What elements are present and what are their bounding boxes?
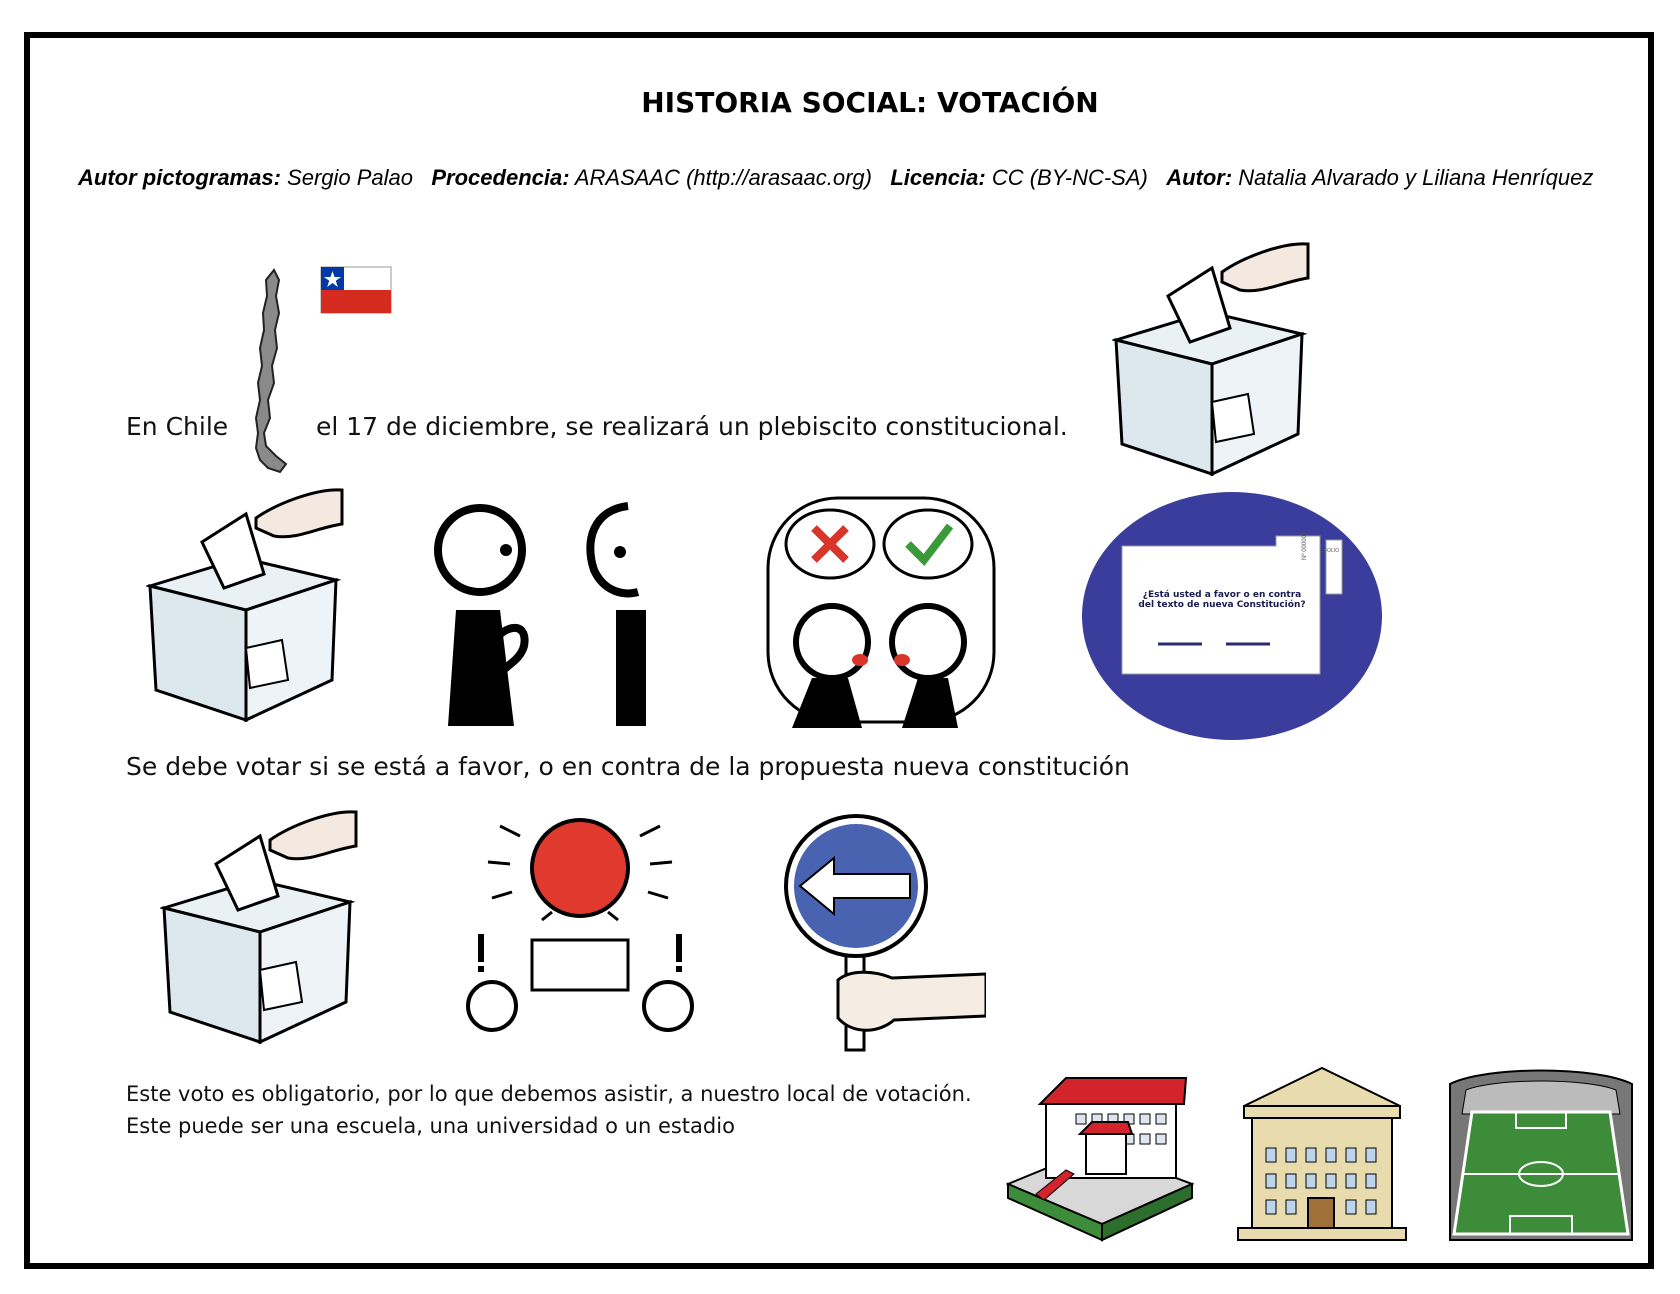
row3-line-1: Este voto es obligatorio, por lo que deb… xyxy=(126,1082,972,1106)
ballot-question: ¿Está usted a favor o en contra del text… xyxy=(1138,590,1306,610)
school-icon xyxy=(1005,1074,1196,1242)
credit-label: Licencia: xyxy=(890,165,986,190)
row3-line-2: Este puede ser una escuela, una universi… xyxy=(126,1114,735,1138)
credits-line: Autor pictogramas: Sergio Palao Proceden… xyxy=(78,165,1593,191)
alert-icon xyxy=(460,816,700,1042)
chile-map-icon xyxy=(246,268,294,478)
credit-value: Natalia Alvarado y Liliana Henríquez xyxy=(1238,165,1594,190)
credit-value: ARASAAC (http://arasaac.org) xyxy=(574,165,872,190)
people-talking-icon xyxy=(424,500,660,726)
ballot-box-icon xyxy=(158,806,360,1046)
row2-text: Se debe votar si se está a favor, o en c… xyxy=(126,752,1130,781)
credit-label: Autor: xyxy=(1166,165,1233,190)
ballot-box-icon xyxy=(1110,238,1312,478)
credit-value: Sergio Palao xyxy=(287,165,414,190)
ballot-box-icon xyxy=(144,484,346,724)
disagree-icon xyxy=(762,492,1000,728)
university-icon xyxy=(1230,1064,1412,1244)
stadium-icon xyxy=(1446,1064,1636,1244)
row1-text-b: el 17 de diciembre, se realizará un pleb… xyxy=(316,412,1068,441)
ballot-number: Nº 000000 xyxy=(1302,531,1308,560)
ballot-paper-icon: ¿Está usted a favor o en contra del text… xyxy=(1080,490,1384,742)
row1-text-a: En Chile xyxy=(126,412,229,441)
ballot-stub: FOLIO xyxy=(1324,548,1340,554)
turn-sign-icon xyxy=(782,812,988,1052)
credit-label: Autor pictogramas: xyxy=(78,165,281,190)
page-title: HISTORIA SOCIAL: VOTACIÓN xyxy=(641,86,1099,119)
credit-label: Procedencia: xyxy=(431,165,570,190)
credit-value: CC (BY-NC-SA) xyxy=(991,165,1148,190)
chile-flag-icon xyxy=(320,266,392,314)
